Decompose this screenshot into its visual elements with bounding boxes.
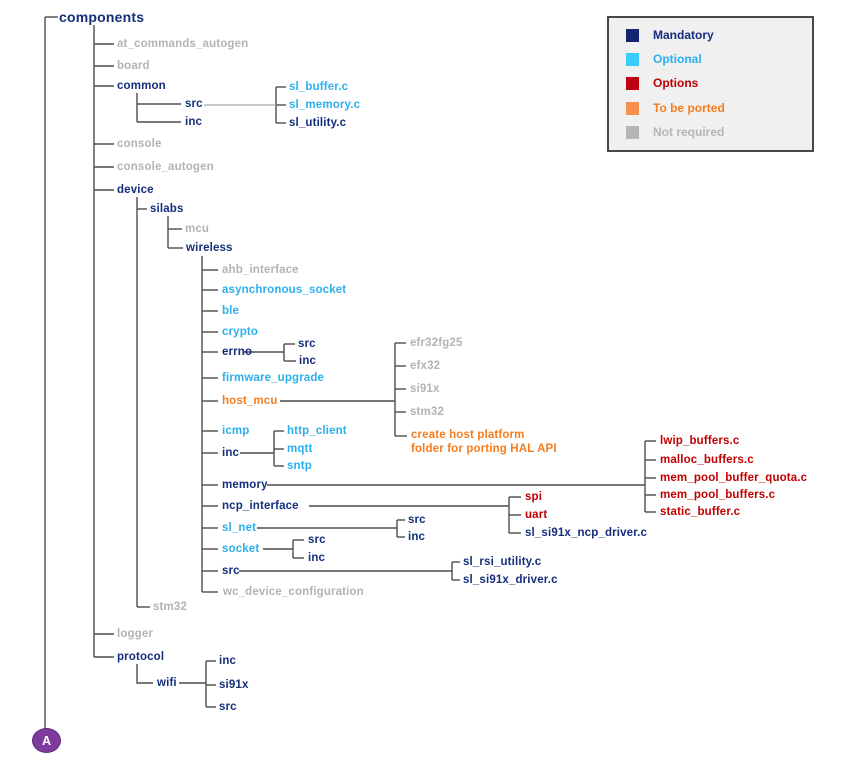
tree-node-sl_net-src: src [408, 514, 426, 526]
tree-node-protocol: protocol [117, 651, 165, 663]
tree-node-wc_device_configuration: wc_device_configuration [223, 586, 364, 598]
tree-node-device: device [117, 184, 154, 196]
tree-node-wifi: wifi [157, 677, 177, 689]
tree-node-sl_net-inc: inc [408, 531, 426, 543]
tree-node-create-host-note: create host platform folder for porting … [411, 429, 557, 455]
tree-node-http_client: http_client [287, 425, 347, 437]
tree-node-wifi-si91x: si91x [219, 679, 249, 691]
tree-node-mem_pool_buffer_quota_c: mem_pool_buffer_quota.c [660, 472, 808, 484]
legend-item-optional: Optional [626, 53, 812, 67]
tree-node-wireless: wireless [186, 242, 233, 254]
tree-node-inc-wireless: inc [222, 447, 240, 459]
tree-node-src-wireless: src [222, 565, 240, 577]
legend-label: Mandatory [653, 27, 714, 42]
tree-node-sl_buffer_c: sl_buffer.c [289, 81, 349, 93]
tree-node-firmware_upgrade: firmware_upgrade [222, 372, 325, 384]
legend-item-mandatory: Mandatory [626, 28, 812, 42]
tree-node-logger: logger [117, 628, 154, 640]
tree-node-common-src: src [185, 98, 203, 110]
tree-node-mem_pool_buffers_c: mem_pool_buffers.c [660, 489, 776, 501]
legend-swatch-icon [626, 53, 639, 67]
legend-label: Optional [653, 52, 702, 67]
tree-node-console_autogen: console_autogen [117, 161, 214, 173]
tree-node-stm32-device: stm32 [153, 601, 187, 613]
tree-node-efx32: efx32 [410, 360, 441, 372]
tree-node-socket-src: src [308, 534, 326, 546]
tree-node-sl_si91x_ncp_driver_c: sl_si91x_ncp_driver.c [525, 527, 648, 539]
tree-node-sl_memory_c: sl_memory.c [289, 99, 361, 111]
legend-item-options: Options [626, 77, 812, 91]
tree-node-host_mcu: host_mcu [222, 395, 278, 407]
legend-swatch-icon [626, 101, 639, 115]
legend-label: To be ported [653, 100, 725, 115]
tree-node-socket-inc: inc [308, 552, 326, 564]
connector-a-label: A [41, 733, 52, 748]
tree-node-mcu: mcu [185, 223, 210, 235]
tree-node-malloc_buffers_c: malloc_buffers.c [660, 454, 754, 466]
tree-node-sl_utility_c: sl_utility.c [289, 117, 347, 129]
tree-node-icmp: icmp [222, 425, 250, 437]
tree-node-components: components [59, 9, 145, 25]
tree-node-efr32fg25: efr32fg25 [410, 337, 463, 349]
legend-item-to-be-ported: To be ported [626, 101, 812, 115]
tree-node-at_commands_autogen: at_commands_autogen [117, 38, 249, 50]
legend-label: Not required [653, 125, 725, 140]
tree-node-asynchronous_socket: asynchronous_socket [222, 284, 347, 296]
tree-node-errno-inc: inc [299, 355, 317, 367]
legend-swatch-icon [626, 126, 639, 140]
tree-node-ncp_interface: ncp_interface [222, 500, 299, 512]
legend-label: Options [653, 76, 699, 91]
tree-node-socket: socket [222, 543, 260, 555]
tree-node-wifi-inc: inc [219, 655, 237, 667]
tree-node-static_buffer_c: static_buffer.c [660, 506, 741, 518]
tree-node-memory: memory [222, 479, 268, 491]
tree-node-sntp: sntp [287, 460, 312, 472]
tree-node-wifi-src: src [219, 701, 237, 713]
legend-swatch-icon [626, 28, 639, 42]
tree-edge [136, 664, 153, 684]
tree-node-stm32-host: stm32 [410, 406, 444, 418]
tree-node-uart: uart [525, 509, 548, 521]
tree-node-errno-src: src [298, 338, 316, 350]
tree-node-sl_si91x_driver_c: sl_si91x_driver.c [463, 574, 558, 586]
legend-swatch-icon [626, 77, 639, 91]
tree-node-errno: errno [222, 346, 253, 358]
tree-node-sl_net: sl_net [222, 522, 257, 534]
tree-node-ahb_interface: ahb_interface [222, 264, 299, 276]
tree-node-silabs: silabs [150, 203, 184, 215]
tree-node-common: common [117, 80, 166, 92]
connector-a: A [32, 728, 61, 753]
tree-node-console: console [117, 138, 162, 150]
tree-node-spi: spi [525, 491, 543, 503]
tree-node-mqtt: mqtt [287, 443, 313, 455]
tree-node-si91x-host: si91x [410, 383, 440, 395]
tree-node-crypto: crypto [222, 326, 259, 338]
tree-node-common-inc: inc [185, 116, 203, 128]
tree-node-ble: ble [222, 305, 240, 317]
tree-node-lwip_buffers_c: lwip_buffers.c [660, 435, 740, 447]
tree-node-board: board [117, 60, 150, 72]
legend-item-not-required: Not required [626, 126, 812, 140]
tree-node-sl_rsi_utility_c: sl_rsi_utility.c [463, 556, 542, 568]
